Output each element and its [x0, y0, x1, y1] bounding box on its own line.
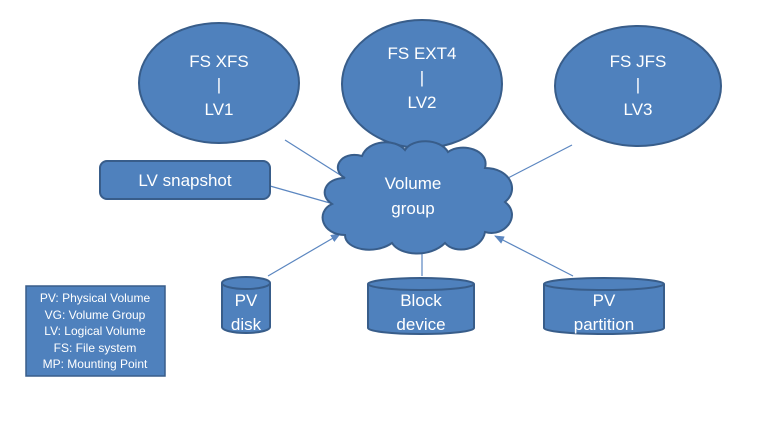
lv1-lv-label: LV1 — [205, 100, 234, 119]
arrow-pv-partition-vg — [494, 235, 574, 277]
connector-snapshot-vg — [269, 185, 331, 204]
arrow-pv-disk-vg — [267, 233, 341, 277]
lv3-separator: | — [636, 75, 640, 94]
connector-lv3-vg — [507, 144, 573, 179]
pv-disk-label-line1: PV — [235, 291, 258, 310]
lv2-node: FS EXT4 | LV2 — [341, 19, 503, 149]
lv3-fs-label: FS JFS — [610, 52, 667, 71]
block-device-label-line2: device — [396, 315, 445, 334]
legend-item: VG: Volume Group — [45, 308, 146, 322]
lv2-separator: | — [420, 68, 424, 87]
connector-lv1-vg — [284, 139, 346, 179]
lv2-lv-label: LV2 — [408, 93, 437, 112]
pv-partition-label-line2: partition — [574, 315, 634, 334]
lv-snapshot-label: LV snapshot — [138, 171, 232, 190]
legend-item: PV: Physical Volume — [40, 291, 151, 305]
block-device-label-line1: Block — [400, 291, 442, 310]
legend-item: MP: Mounting Point — [43, 357, 148, 371]
pv-disk-label-line2: disk — [231, 315, 262, 334]
pv-disk-node: PV disk — [221, 276, 271, 334]
pv-partition-node: PV partition — [543, 277, 665, 335]
lv3-node: FS JFS | LV3 — [554, 25, 722, 147]
lv1-fs-label: FS XFS — [189, 52, 249, 71]
pv-partition-label-line1: PV — [593, 291, 616, 310]
volume-group-label-line2: group — [391, 199, 434, 218]
lv-snapshot-node: LV snapshot — [99, 160, 271, 200]
volume-group-node: Volume group — [321, 140, 514, 255]
legend-item: FS: File system — [54, 341, 137, 355]
volume-group-label-line1: Volume — [385, 174, 442, 193]
lv3-lv-label: LV3 — [624, 100, 653, 119]
legend-item: LV: Logical Volume — [44, 324, 146, 338]
legend-box: PV: Physical Volume VG: Volume Group LV:… — [25, 285, 166, 377]
block-device-node: Block device — [367, 277, 475, 335]
lv2-fs-label: FS EXT4 — [388, 44, 457, 63]
lv1-separator: | — [217, 75, 221, 94]
lv1-node: FS XFS | LV1 — [138, 22, 300, 144]
